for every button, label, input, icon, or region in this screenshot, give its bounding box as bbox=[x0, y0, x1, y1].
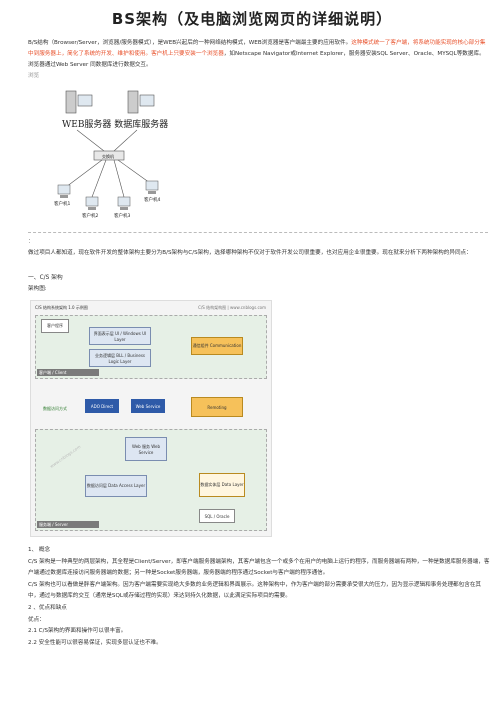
switch-icon bbox=[93, 150, 125, 161]
ado-box: ADO Direct bbox=[85, 399, 119, 413]
pro-item-2: 2.2 安全性能可以很容易保证，实现多层认证也不难。 bbox=[28, 639, 162, 646]
network-diagram: WEB服务器 数据库服务器 交换机 客户机1 客户机2 客户机3 客户机4 bbox=[54, 90, 168, 219]
client-2-icon bbox=[85, 196, 99, 210]
pro-item-1: 2.1 C/S架构的界面和操作可以很丰富。 bbox=[28, 628, 127, 635]
client-app-box: 客户程序 bbox=[41, 319, 69, 333]
client-4-icon bbox=[145, 180, 159, 194]
cs-architecture-diagram: C/S 结构系统架构 1.0 示例图 C/S 结构架构图 | www.cnblo… bbox=[30, 300, 272, 537]
diagram-header: C/S 结构系统架构 1.0 示例图 bbox=[35, 305, 88, 310]
intro-text-1: B/S结构（Browser/Server，浏览器/服务器模式），是WEB兴起后的… bbox=[28, 40, 352, 46]
database-box: SQL / Oracle bbox=[199, 509, 235, 523]
access-note: 数据访问方式 bbox=[43, 406, 67, 411]
diagram-caption: 架构图: bbox=[28, 286, 47, 292]
client-label-2: 客户机2 bbox=[82, 212, 98, 219]
bll-layer-box: 业务逻辑层 BLL / Business Logic Layer bbox=[89, 349, 151, 367]
client-3-icon bbox=[117, 196, 131, 210]
server-2-icon bbox=[127, 90, 155, 114]
client-zone-label: 客户端 / Client bbox=[37, 369, 99, 376]
intro-more: 浏览 bbox=[28, 73, 40, 79]
intro-paragraph: B/S结构（Browser/Server，浏览器/服务器模式），是WEB兴起后的… bbox=[28, 38, 488, 82]
intro-text-highlight: 这种模式统一了客户端，将系统功能实现的核心部分集中到服务器上，简化了系统的开发、… bbox=[28, 40, 486, 57]
section-heading: 一、C/S 架构 bbox=[28, 275, 63, 281]
web-layer-box: Web 服务 Web Service bbox=[125, 437, 167, 461]
comm-layer-box: 通信组件 Communication bbox=[191, 337, 243, 355]
client-label-1: 客户机1 bbox=[54, 200, 70, 207]
server-zone-label: 服务端 / Server bbox=[37, 521, 99, 528]
divider bbox=[28, 232, 488, 233]
server-1-icon bbox=[65, 90, 93, 114]
intro-text-2: ，如Netscape Navigator或Internet Explorer，服… bbox=[28, 51, 485, 68]
concept-heading: 1、 概念 bbox=[28, 547, 51, 553]
diagram-site: C/S 结构架构图 | www.cnblogs.com bbox=[198, 305, 266, 310]
remoting-box: Remoting bbox=[191, 397, 243, 417]
article-body: 1、 概念 C/S 架构是一种典型的两层架构，其全程是Client/Server… bbox=[28, 545, 490, 649]
pros-heading: 2 、优点和缺点 bbox=[28, 604, 67, 611]
client-1-icon bbox=[57, 184, 71, 198]
server-label: WEB服务器 数据库服务器 bbox=[62, 118, 168, 130]
pros-label: 优点： bbox=[28, 616, 45, 623]
client-label-4: 客户机4 bbox=[144, 196, 160, 203]
intro-paragraph-2: 做过项目人都知道，现在软件开发的整体架构主要分为B/S架构与C/S架构，选择哪种… bbox=[28, 250, 472, 256]
page-title: BS架构（及电脑浏览网页的详细说明） bbox=[111, 10, 393, 28]
ui-layer-box: 界面表示层 UI / Windows UI Layer bbox=[89, 327, 151, 345]
client-label-3: 客户机3 bbox=[114, 212, 130, 219]
separator-mark: ： bbox=[28, 238, 35, 245]
dal-layer-box: 数据访问层 Data Access Layer bbox=[85, 475, 147, 497]
switch-label: 交换机 bbox=[102, 153, 114, 159]
webservice-box: Web Service bbox=[131, 399, 165, 413]
concept-text: C/S 架构是一种典型的两层架构，其全程是Client/Server，即客户端服… bbox=[28, 558, 490, 577]
entity-layer-box: 数据实体层 Data Layer bbox=[199, 473, 245, 497]
fat-client-text: C/S 架构也可以看做是胖客户端架构。因为客户端需要实现绝大多数的业务逻辑和界面… bbox=[28, 581, 482, 600]
